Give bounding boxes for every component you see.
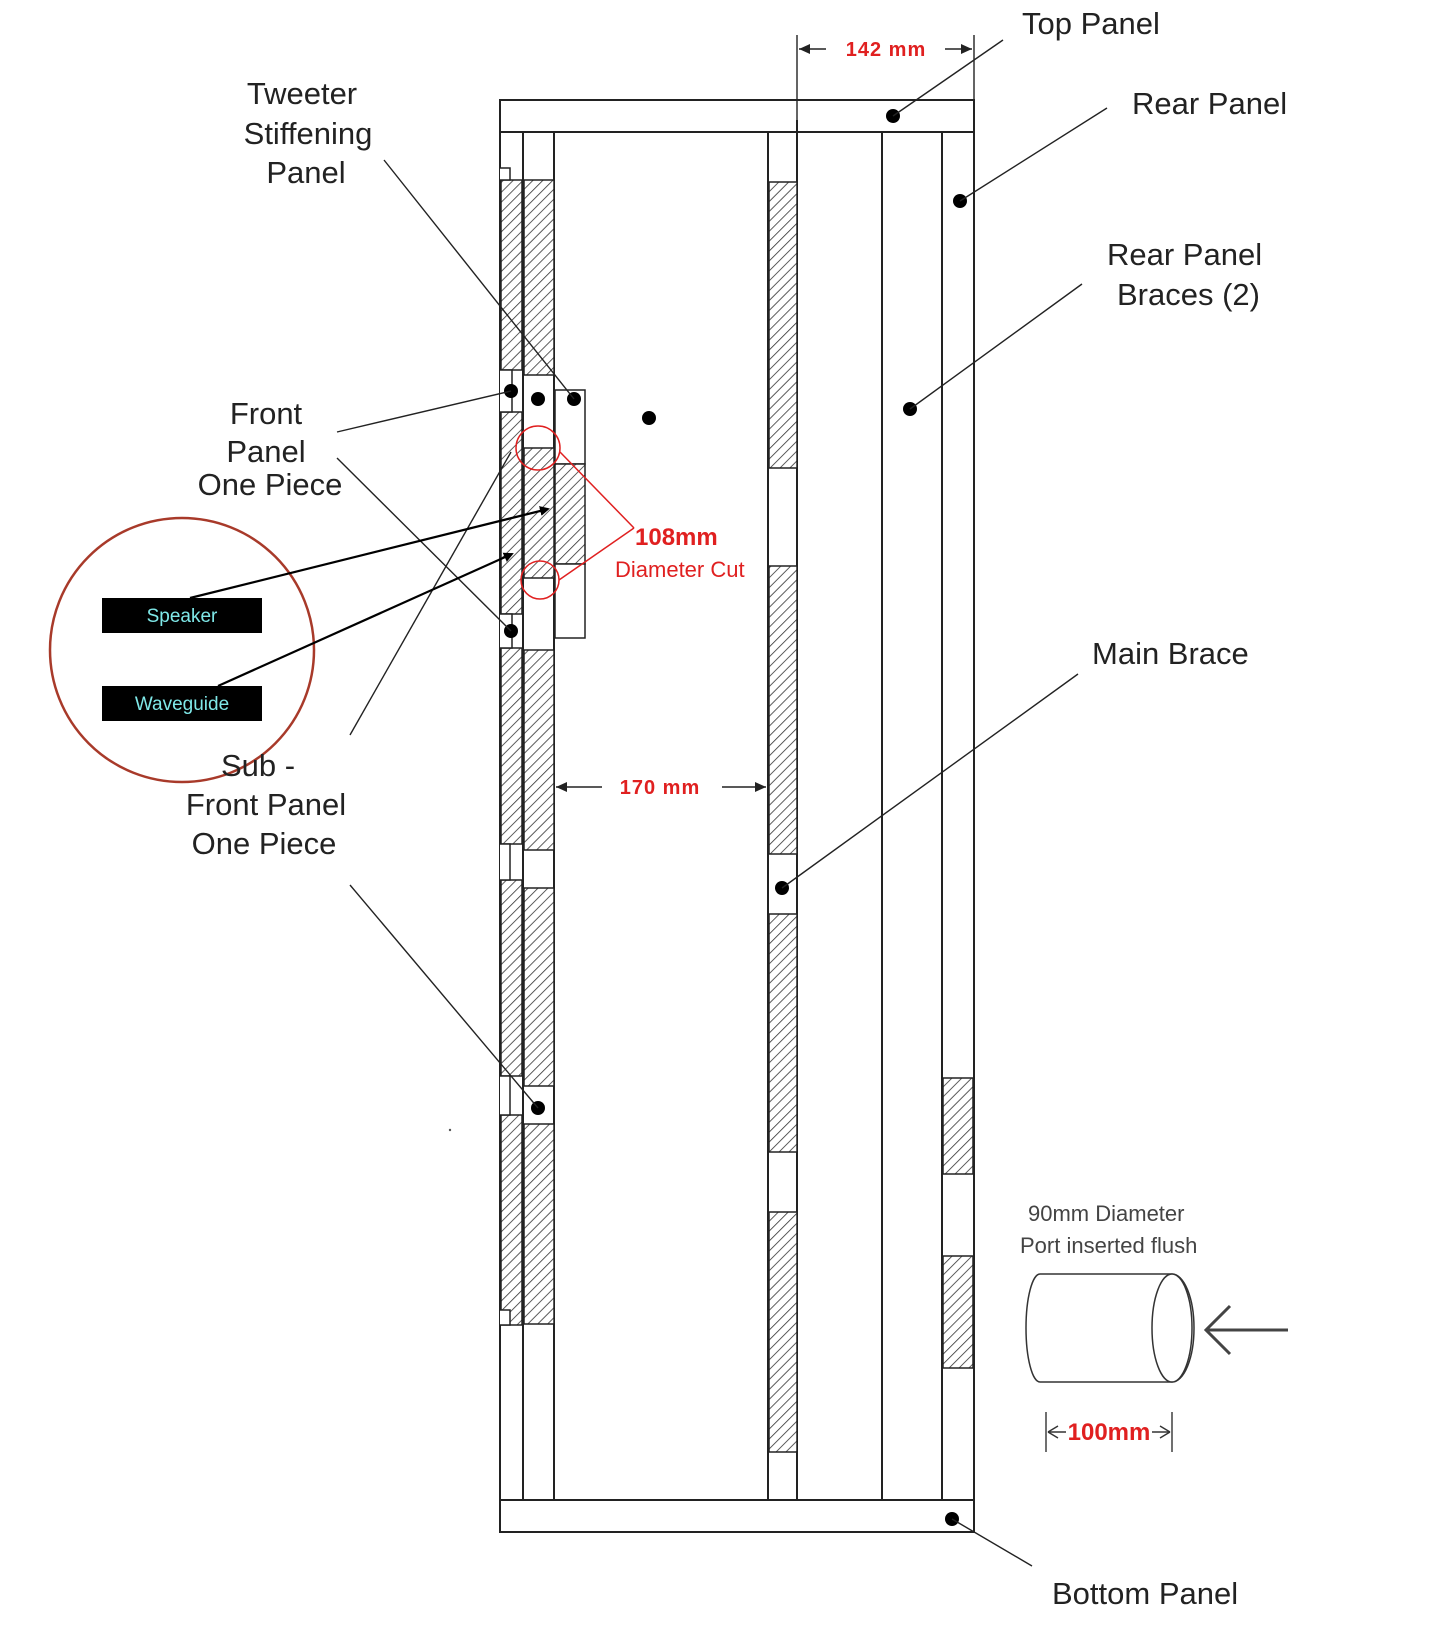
port-length-label: 100mm: [1068, 1419, 1151, 1446]
front-panel-label-line3: One Piece: [198, 467, 343, 502]
cabinet: [499, 99, 975, 1533]
dimension-170: 170 mm: [556, 777, 766, 799]
tweeter-label-line3: Panel: [266, 155, 345, 190]
speaker-tag-label: Speaker: [147, 606, 218, 627]
diameter-cut-marks: [515, 425, 635, 600]
rear-braces-label-line2: Braces (2): [1117, 277, 1260, 312]
sub-front-label-line2: Front Panel: [186, 787, 346, 822]
waveguide-tag: [102, 686, 262, 721]
speaker-arrow: [189, 506, 550, 600]
tweeter-label-line2: Stiffening: [244, 116, 373, 151]
cut-size-label: 108mm: [635, 524, 718, 551]
main-brace-hatch: [768, 181, 798, 1453]
front-panel-label-line1: Front: [230, 396, 303, 431]
rear-panel-hatch: [942, 1077, 974, 1369]
marker-dots: [504, 109, 967, 1526]
rear-braces-label-line1: Rear Panel: [1107, 237, 1262, 272]
main-brace-label: Main Brace: [1092, 636, 1249, 671]
sub-front-label-line3: One Piece: [192, 826, 337, 861]
waveguide-tag-label: Waveguide: [135, 694, 229, 715]
port-label-line2: Port inserted flush: [1020, 1233, 1197, 1258]
port-illustration: [1025, 1273, 1195, 1383]
port-arrow-icon: [1203, 1304, 1288, 1356]
tweeter-stiffening-panel: [554, 389, 586, 639]
cut-label: Diameter Cut: [615, 557, 745, 582]
front-panel-hatch: [500, 167, 523, 1326]
bottom-panel-label: Bottom Panel: [1052, 1576, 1238, 1611]
top-panel: [499, 99, 975, 133]
speaker-tag: [102, 598, 262, 633]
leader-lines: [336, 39, 1108, 1567]
port-label-line1: 90mm Diameter: [1028, 1201, 1184, 1226]
sub-front-label-line1: Sub -: [221, 748, 295, 783]
rear-panel-label: Rear Panel: [1132, 86, 1287, 121]
dimension-170-label: 170 mm: [620, 777, 701, 799]
dimension-100: 100mm: [1045, 1412, 1173, 1452]
front-panel-label-line2: Panel: [226, 434, 305, 469]
dimension-142: 142 mm: [796, 35, 975, 120]
speaker-callout: Speaker Waveguide: [48, 506, 550, 784]
sub-front-panel-hatch: [523, 179, 555, 1325]
bottom-panel: [499, 1499, 975, 1533]
stray-dot: [448, 1128, 452, 1132]
dimension-142-label: 142 mm: [846, 39, 927, 61]
waveguide-arrow: [217, 552, 514, 688]
top-panel-label: Top Panel: [1022, 6, 1160, 41]
tweeter-label-line1: Tweeter: [247, 76, 357, 111]
callout-ring: [48, 516, 316, 784]
